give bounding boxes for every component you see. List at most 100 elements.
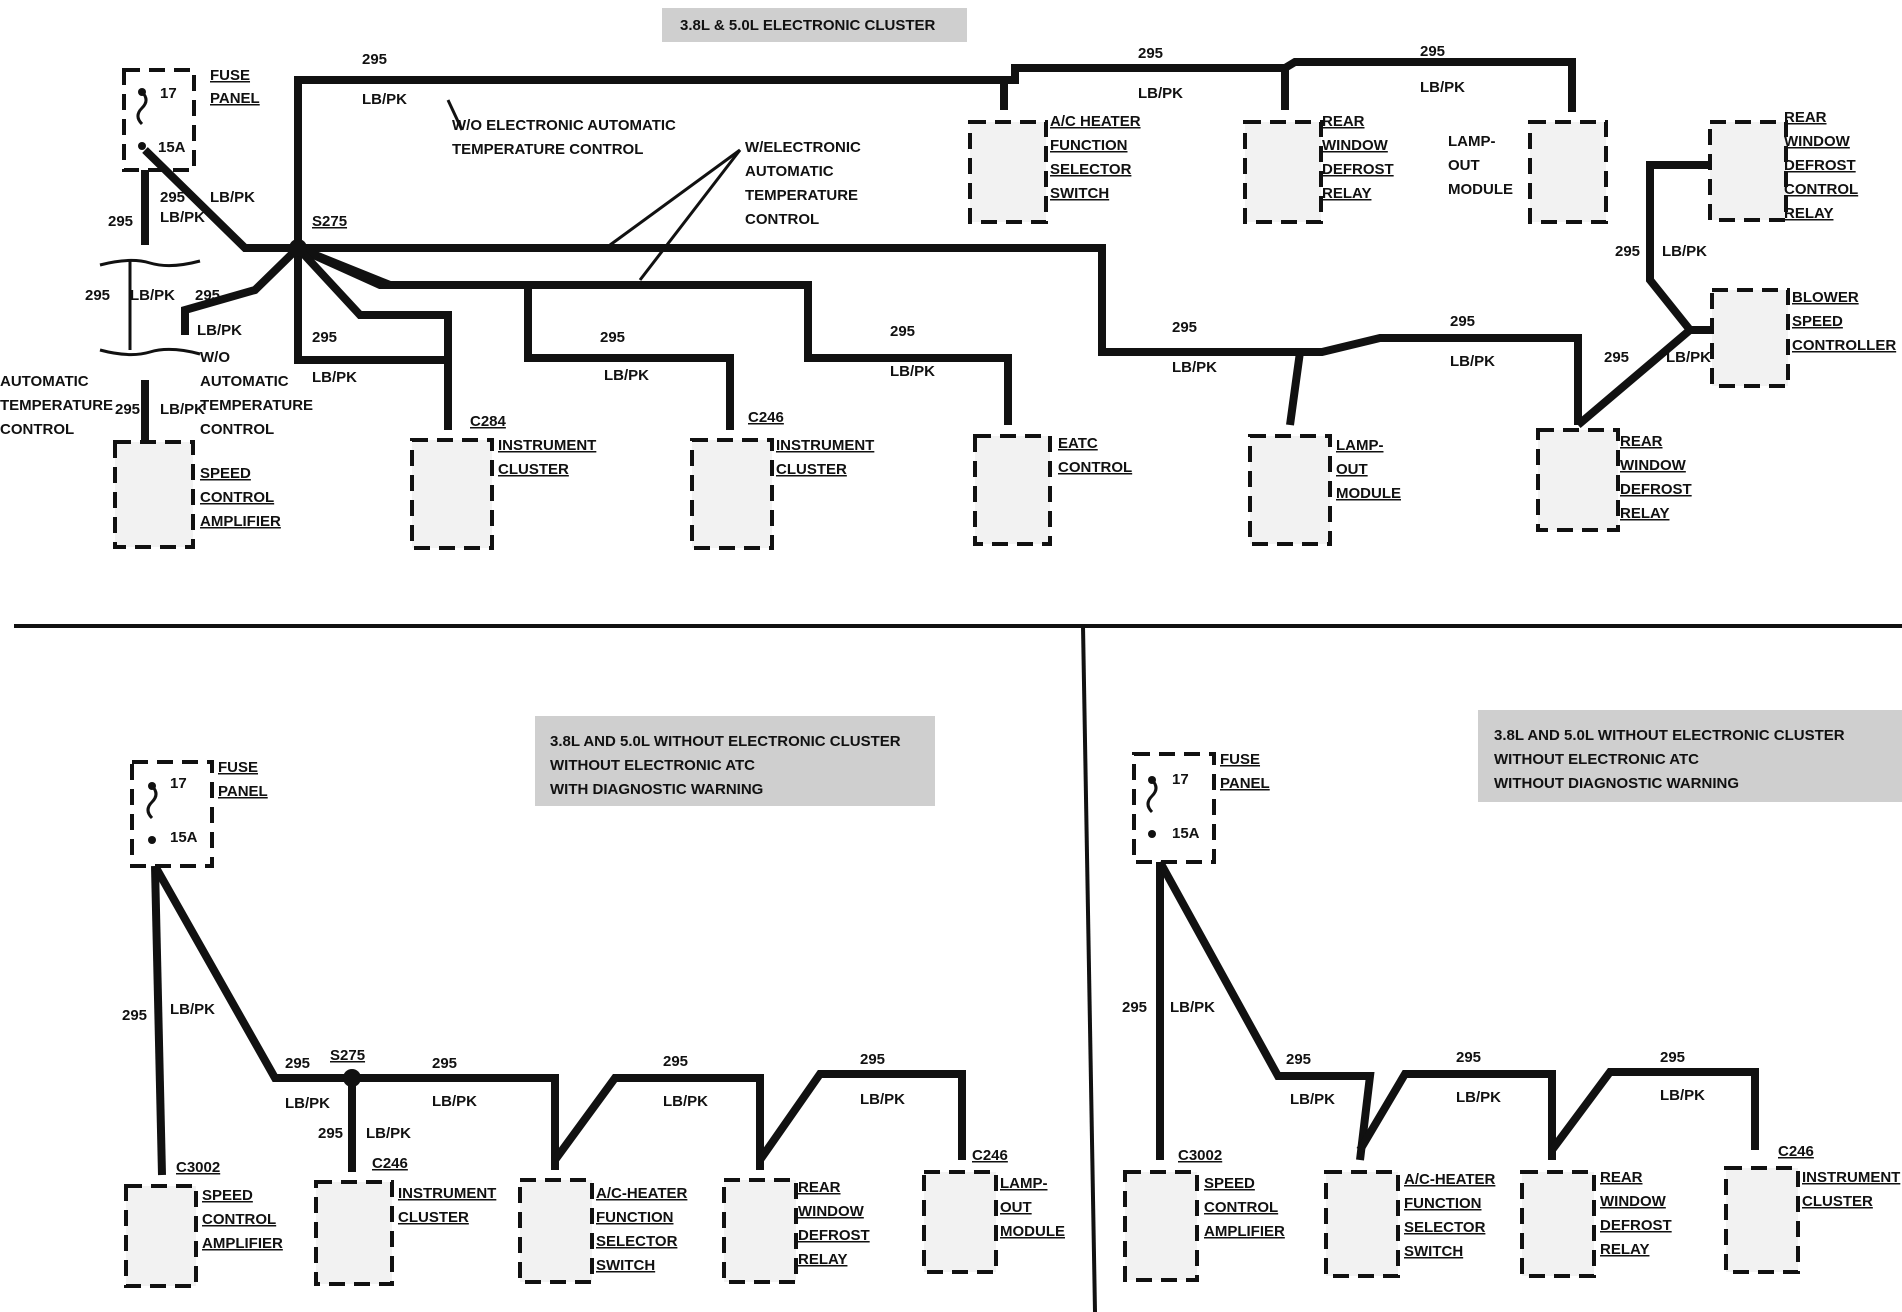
top-wire-upper-run-3 <box>1282 58 1576 112</box>
bl-wire-lbl: 295 <box>663 1053 688 1070</box>
bl-c3002-label: C3002 <box>176 1159 220 1176</box>
br-ic-box <box>1724 1166 1800 1274</box>
bl-fuse-icon <box>146 784 158 820</box>
top-fuse-rating: 15A <box>158 139 186 156</box>
top-splice-label: S275 <box>312 213 347 230</box>
top-speed-control-label: AMPLIFIER <box>200 513 281 530</box>
bl-wire-lbl: LB/PK <box>663 1093 708 1110</box>
top-blower-label: BLOWER <box>1792 289 1859 306</box>
top-wire-fuse-splice <box>142 147 298 252</box>
top-rwdcr-label: CONTROL <box>1784 181 1858 198</box>
top-wire-lbl: LB/PK <box>890 363 935 380</box>
bl-fuse-label: PANEL <box>218 783 268 800</box>
panel-bottom-left: 3.8L AND 5.0L WITHOUT ELECTRONIC CLUSTER… <box>122 716 1065 1288</box>
bl-splice-dot <box>343 1069 361 1087</box>
top-title-banner <box>662 8 967 42</box>
bl-wire-lom <box>756 1070 966 1163</box>
top-arrow-w2 <box>638 149 742 281</box>
br-fuse-label: FUSE <box>1220 751 1260 768</box>
top-rwdr-lower-label: DEFROST <box>1620 481 1692 498</box>
top-arrow-wo <box>446 99 464 131</box>
bl-c246b-label: C246 <box>972 1147 1008 1164</box>
top-speed-control-label: SPEED <box>200 465 251 482</box>
br-rwdr-label: RELAY <box>1600 1241 1649 1258</box>
bl-wire-lbl: LB/PK <box>860 1091 905 1108</box>
br-rwdr-label: WINDOW <box>1600 1193 1667 1210</box>
top-wire-wo-auto <box>181 245 301 335</box>
br-wire-lbl: 295 <box>1660 1049 1685 1066</box>
top-rwdr-lower-label: RELAY <box>1620 505 1669 522</box>
top-note-w-1: W/ELECTRONIC <box>745 139 861 156</box>
br-title-line: WITHOUT DIAGNOSTIC WARNING <box>1494 775 1739 792</box>
bl-wire-lbl: LB/PK <box>432 1093 477 1110</box>
bl-ach-label: A/C-HEATER <box>596 1185 688 1202</box>
bl-wire-lbl: 295 <box>122 1007 147 1024</box>
top-brace-lower <box>99 347 201 357</box>
top-eatc-label: EATC <box>1058 435 1098 452</box>
bl-wire-lbl: 295 <box>432 1055 457 1072</box>
top-note-auto-1: AUTOMATIC <box>0 373 89 390</box>
bl-fuse-number: 17 <box>170 775 187 792</box>
top-achfs-label: SWITCH <box>1050 185 1109 202</box>
top-eatc-label: CONTROL <box>1058 459 1132 476</box>
top-achfs-label: FUNCTION <box>1050 137 1128 154</box>
top-wire-lbl: LB/PK <box>1662 243 1707 260</box>
top-wire-rwdr <box>1300 334 1582 425</box>
top-rwdr-upper-label: WINDOW <box>1322 137 1389 154</box>
top-lampout-upper-label: MODULE <box>1448 181 1513 198</box>
top-wire-lbl: 295 <box>1604 349 1629 366</box>
top-wire-lbl: LB/PK <box>160 209 205 226</box>
top-fuse-label-1: FUSE <box>210 67 250 84</box>
top-wire-ic1-b <box>294 248 448 364</box>
br-wire-lbl: LB/PK <box>1660 1087 1705 1104</box>
top-rwdr-upper-box <box>1243 120 1323 224</box>
top-ic1-box <box>410 438 494 550</box>
top-rwdr-lower-label: WINDOW <box>1620 457 1687 474</box>
top-wire-lbl: LB/PK <box>160 401 205 418</box>
br-ach-label: FUNCTION <box>1404 1195 1482 1212</box>
top-lampout-lower-label: LAMP- <box>1336 437 1384 454</box>
top-note-auto-3: CONTROL <box>0 421 74 438</box>
top-wire-lbl: 295 <box>1450 313 1475 330</box>
br-wire-rwdr <box>1356 1070 1556 1160</box>
top-fuse-label-2: PANEL <box>210 90 260 107</box>
divider-vertical <box>1081 625 1097 1312</box>
br-fuse-icon <box>1146 778 1158 814</box>
bl-speed-label: CONTROL <box>202 1211 276 1228</box>
top-lampout-lower-label: OUT <box>1336 461 1368 478</box>
top-fuse-icon <box>136 90 148 126</box>
bl-splice-label: S275 <box>330 1047 365 1064</box>
top-wire-lbl: LB/PK <box>1450 353 1495 370</box>
bl-rwdr-label: RELAY <box>798 1251 847 1268</box>
bl-wire-lbl: LB/PK <box>285 1095 330 1112</box>
top-wire-lbl: 295 <box>85 287 110 304</box>
bl-wire-lbl: LB/PK <box>366 1125 411 1142</box>
br-wire-lbl: 295 <box>1286 1051 1311 1068</box>
top-wire-lbl: 295 <box>1138 45 1163 62</box>
br-speed-label: AMPLIFIER <box>1204 1223 1285 1240</box>
top-wire-blower <box>1575 326 1710 429</box>
bl-ic-label: CLUSTER <box>398 1209 469 1226</box>
bl-wire-rwdr <box>551 1074 764 1170</box>
top-arrow-w1 <box>609 148 741 247</box>
top-lampout-upper-label: OUT <box>1448 157 1480 174</box>
br-ic-label: CLUSTER <box>1802 1193 1873 1210</box>
bl-speed-label: AMPLIFIER <box>202 1235 283 1252</box>
top-eatc-box <box>973 434 1052 546</box>
bl-c246a-label: C246 <box>372 1155 408 1172</box>
br-ach-label: SWITCH <box>1404 1243 1463 1260</box>
panel-bottom-right: 3.8L AND 5.0L WITHOUT ELECTRONIC CLUSTER… <box>1122 710 1902 1282</box>
top-ic2-box <box>690 438 774 550</box>
br-ach-box <box>1324 1170 1400 1278</box>
br-ic-label: INSTRUMENT <box>1802 1169 1900 1186</box>
top-rwdr-upper-label: RELAY <box>1322 185 1371 202</box>
top-ic1-label: INSTRUMENT <box>498 437 596 454</box>
top-speed-control-label: CONTROL <box>200 489 274 506</box>
bl-ic-box <box>314 1180 394 1286</box>
br-rwdr-label: DEFROST <box>1600 1217 1672 1234</box>
br-wire-lbl: 295 <box>1122 999 1147 1016</box>
top-wire-lbl: LB/PK <box>312 369 357 386</box>
top-fuse-number: 17 <box>160 85 177 102</box>
bl-fuse-label: FUSE <box>218 759 258 776</box>
